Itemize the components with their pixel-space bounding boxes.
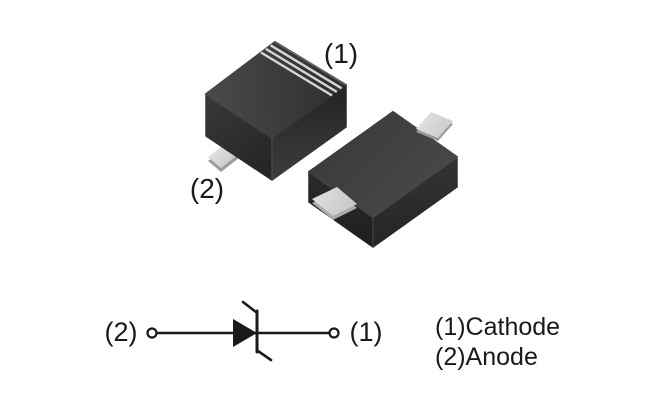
- zener-bar-top-hook: [241, 300, 258, 314]
- pin-legend: (1)Cathode (2)Anode: [435, 313, 560, 371]
- diode-package-top-view: [205, 41, 347, 181]
- legend-anode-text: (2)Anode: [435, 343, 538, 371]
- package1-top-edge-bevel: [274, 41, 347, 86]
- cathode-stripe-1: [269, 44, 343, 90]
- zener-triangle: [233, 319, 257, 347]
- pin1-label-top: (1): [324, 38, 358, 69]
- package2-cathode-lead: [416, 112, 453, 141]
- schematic-cathode-label: (1): [350, 317, 383, 347]
- schematic-anode-label: (2): [105, 317, 138, 347]
- zener-diode-symbol: (2) (1): [105, 300, 383, 362]
- package2-anode-lead: [312, 187, 357, 220]
- zener-bar-bottom-hook: [256, 349, 273, 362]
- schematic-terminal-2: [146, 327, 158, 339]
- package2-anode-lead-top: [312, 187, 357, 216]
- cathode-stripe-2: [265, 47, 338, 93]
- diode-package-bottom-view: [308, 111, 458, 248]
- schematic-terminal-1: [328, 327, 340, 339]
- cathode-stripe-3: [260, 51, 333, 97]
- package2-cathode-lead-top: [416, 112, 453, 138]
- cathode-marking-stripes: [260, 44, 343, 97]
- legend-cathode-text: (1)Cathode: [435, 313, 560, 341]
- pin2-label-top: (2): [190, 173, 224, 204]
